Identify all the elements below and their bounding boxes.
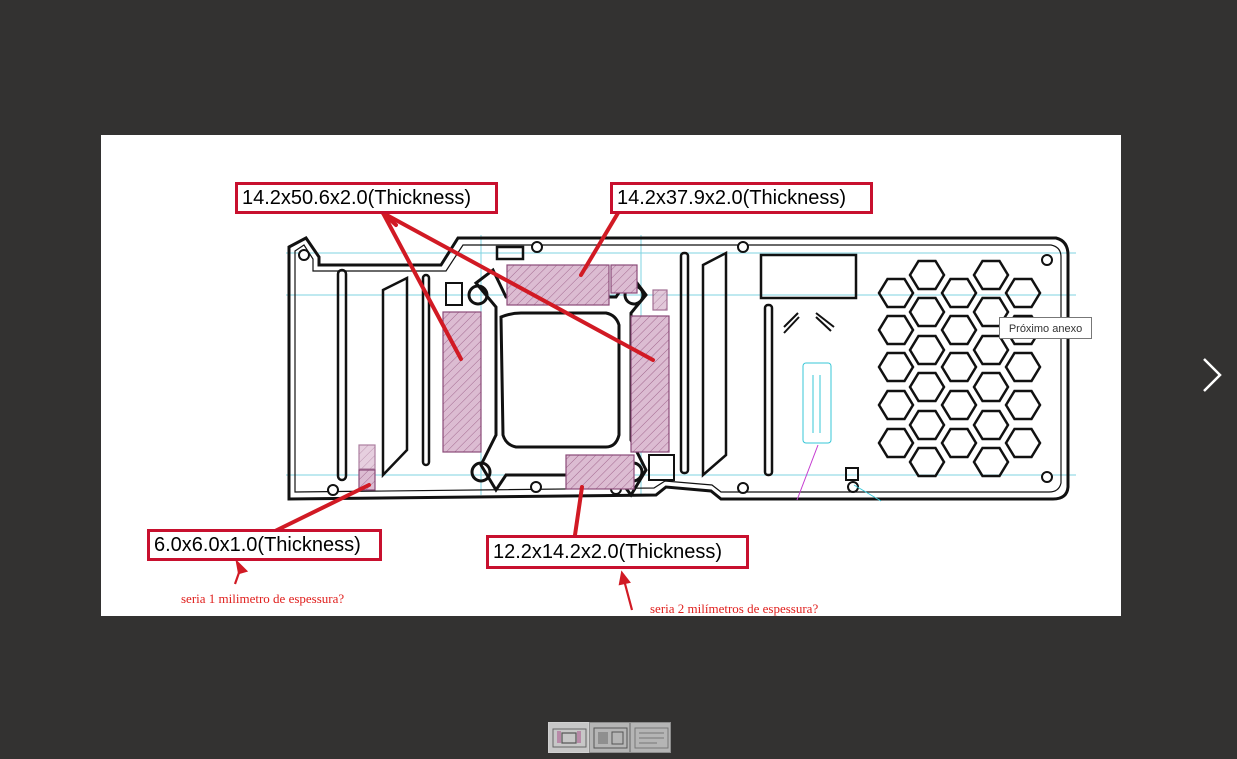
vent-hexagon: [877, 351, 915, 383]
vent-hexagon: [908, 446, 946, 478]
callout-pad-small: 6.0x6.0x1.0(Thickness): [147, 529, 382, 561]
note-bottom-pad: seria 2 milímetros de espessura?: [650, 601, 819, 616]
vent-hexagon: [940, 427, 978, 459]
slots: [336, 245, 858, 482]
leader-line: [796, 444, 819, 501]
vent-hexagon: [908, 334, 946, 366]
pad-tiny: [652, 289, 668, 311]
thumbnail-1[interactable]: [548, 722, 589, 753]
thumbnail-2[interactable]: [589, 722, 630, 753]
vent-hexagon: [1004, 351, 1042, 383]
board-inner-outline: [294, 244, 1062, 493]
annotation-arrows: [269, 211, 655, 537]
vent-hexagon: [877, 427, 915, 459]
thumbnail-strip: [548, 722, 672, 753]
vent-hexagon: [972, 446, 1010, 478]
vent-hexagon: [972, 409, 1010, 441]
callout-pad-right-tall: 14.2x37.9x2.0(Thickness): [610, 182, 873, 214]
vent-hexagon: [908, 259, 946, 291]
pad-top: [506, 264, 610, 306]
thumbnail-3[interactable]: [630, 722, 671, 753]
thumbnail-drawing-icon: [593, 727, 628, 749]
vent-hexagon: [908, 371, 946, 403]
vent-hexagon: [940, 351, 978, 383]
vent-hexagon: [908, 296, 946, 328]
callout-pad-left-tall: 14.2x50.6x2.0(Thickness): [235, 182, 498, 214]
vent-hexagon: [877, 277, 915, 309]
vent-hexagon: [908, 409, 946, 441]
next-attachment-button[interactable]: [1190, 345, 1234, 405]
technical-drawing: [233, 211, 1076, 611]
pad-bottom: [565, 454, 635, 490]
pad-top-small: [610, 264, 638, 294]
note-small-pad: seria 1 milimetro de espessura?: [181, 591, 345, 606]
vent-hexagon: [940, 314, 978, 346]
vent-hexagon: [972, 259, 1010, 291]
callout-pad-bottom: 12.2x14.2x2.0(Thickness): [486, 535, 749, 569]
pad-small-ghost: [358, 444, 376, 470]
vent-hexagon: [1004, 389, 1042, 421]
thermal-pads: [358, 264, 670, 491]
chevron-right-icon: [1203, 358, 1222, 392]
leader-line: [853, 484, 882, 502]
vent-hexagon: [1004, 427, 1042, 459]
vent-hexagon: [1004, 277, 1042, 309]
details: [445, 282, 859, 481]
board-outline: [287, 236, 1070, 501]
vent-hexagon: [972, 334, 1010, 366]
vent-hexagon: [940, 389, 978, 421]
attachment-image: 14.2x50.6x2.0(Thickness) 14.2x37.9x2.0(T…: [101, 135, 1121, 616]
label-sticker: [802, 362, 832, 444]
screw-holes: [298, 241, 1053, 496]
vent-hexagon: [877, 389, 915, 421]
small-red-arrows: [233, 558, 634, 611]
vent-hexagon: [940, 277, 978, 309]
vent-hexagon: [972, 371, 1010, 403]
next-attachment-tooltip: Próximo anexo: [999, 317, 1092, 339]
thumbnail-drawing-icon: [552, 728, 587, 748]
vent-hexagon: [877, 314, 915, 346]
hexagon-grid: [877, 259, 1042, 478]
thumbnail-drawing-icon: [634, 727, 669, 749]
pad-right-tall: [630, 315, 670, 453]
